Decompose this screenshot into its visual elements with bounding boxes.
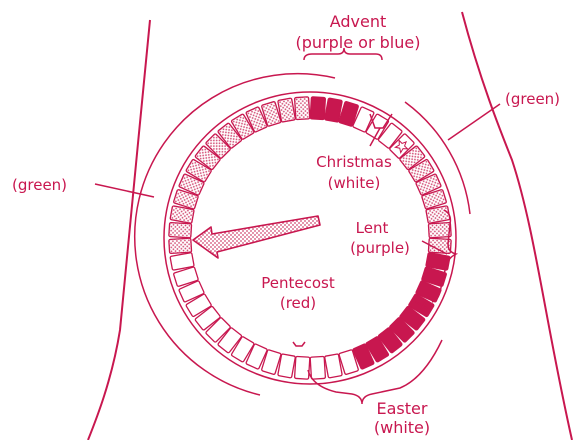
season-square-easter xyxy=(310,356,325,379)
vestment-left-edge xyxy=(88,20,150,440)
pointer-arrow-icon xyxy=(193,216,320,258)
pentecost-bracket xyxy=(293,342,305,346)
season-square-green xyxy=(428,223,451,238)
vestment-right-edge xyxy=(462,12,572,440)
season-square-easter xyxy=(170,253,194,271)
season-square-green xyxy=(169,223,192,238)
season-square-advent xyxy=(310,97,325,120)
green-left-leader xyxy=(95,184,154,197)
green-left-label: (green) xyxy=(12,176,67,194)
pentecost-color: (red) xyxy=(280,294,316,312)
christmas-color: (white) xyxy=(328,174,381,192)
green-right-label: (green) xyxy=(505,90,560,108)
green-right-leader xyxy=(448,104,500,140)
lent-color: (purple) xyxy=(350,239,410,257)
easter-color: (white) xyxy=(374,418,430,437)
advent-title: Advent xyxy=(330,12,387,31)
season-square-green xyxy=(278,98,296,122)
season-square-green xyxy=(426,206,450,224)
season-square-green xyxy=(295,97,310,120)
season-square-easter xyxy=(325,354,343,378)
christmas-title: Christmas xyxy=(316,153,392,171)
season-square-pentecost xyxy=(169,238,192,253)
season-square-easter xyxy=(295,356,310,379)
advent-color: (purple or blue) xyxy=(296,33,421,52)
pentecost-title: Pentecost xyxy=(261,274,335,292)
easter-title: Easter xyxy=(377,399,428,418)
lent-title: Lent xyxy=(356,219,389,237)
